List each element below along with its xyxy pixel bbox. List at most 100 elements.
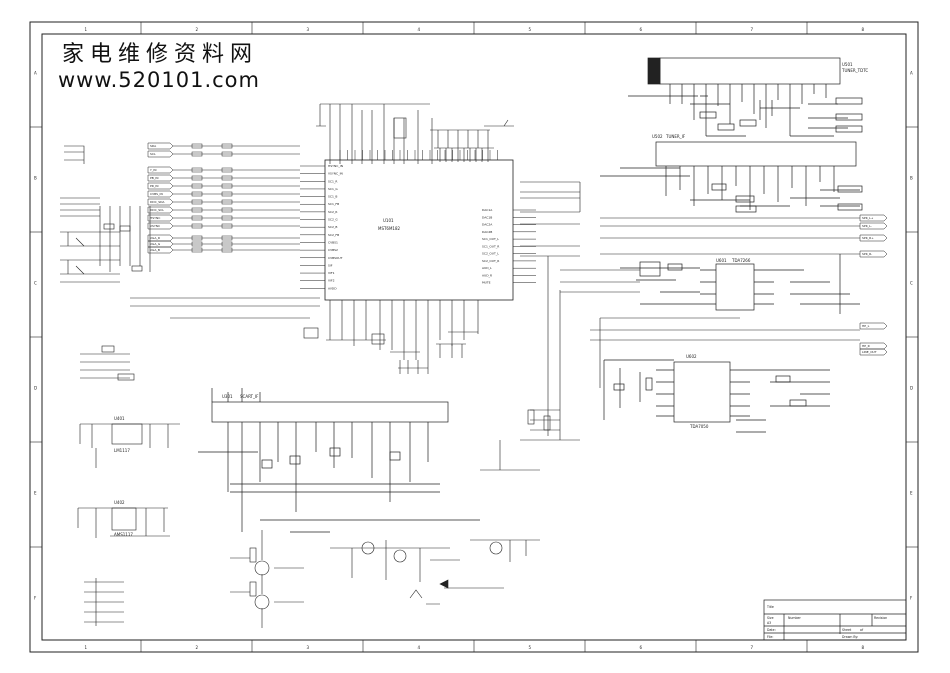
svg-text:Title: Title: [766, 605, 774, 609]
svg-text:U502: U502: [652, 134, 663, 139]
tuner-top-label: U501 TUNER_TDTC: [841, 62, 868, 73]
svg-text:TDA7050: TDA7050: [689, 424, 709, 429]
net-flag: [147, 190, 174, 198]
bottom-center-ic-label: U301 SCART_IF: [222, 394, 259, 399]
net-flag-label: SPK_L-: [862, 224, 872, 228]
main-pin-right: AUD_R: [482, 273, 492, 277]
main-top-circuit: [316, 103, 514, 164]
outer-frame: [29, 21, 919, 653]
net-flag: [859, 250, 888, 258]
main-pin-left: SC1_R: [328, 179, 338, 183]
net-flag-label: HSYNC: [150, 216, 160, 220]
main-pin-left: SC1_B: [328, 195, 337, 199]
zone-col-label: 6: [640, 645, 643, 650]
zone-row-label: A: [34, 71, 37, 76]
net-flag-label: HP_L: [862, 324, 870, 328]
svg-text:AMS1117: AMS1117: [114, 532, 133, 537]
right-amp-1-label: U601 TDA7266: [716, 258, 751, 263]
svg-text:A3: A3: [767, 621, 771, 625]
svg-text:TUNER_TDTC: TUNER_TDTC: [841, 68, 868, 73]
title-block: [763, 599, 907, 641]
main-bottom-circuit: [303, 300, 479, 374]
svg-text:Revision: Revision: [874, 616, 887, 620]
net-flag-label: SPK_R+: [862, 236, 874, 240]
svg-text:Number: Number: [788, 616, 801, 620]
zone-col-label: 3: [307, 645, 310, 650]
main-pin-right: DAC1B: [482, 215, 492, 219]
net-flag-label: HP_R: [862, 344, 870, 348]
svg-text:U501: U501: [842, 62, 853, 67]
svg-text:U401: U401: [114, 416, 125, 421]
net-flag: [147, 174, 174, 182]
net-flag: [147, 166, 174, 174]
watermark-title: 家电维修资料网: [62, 42, 259, 67]
zone-col-label: 6: [640, 27, 643, 32]
reg-labels: U401 LM1117 U402 AMS1117: [114, 416, 133, 537]
tuner-mid-label: U502 TUNER_IF: [652, 134, 686, 139]
svg-text:U602: U602: [686, 354, 697, 359]
main-pin-left: SC2_R: [328, 210, 338, 214]
zone-col-label: 8: [862, 645, 865, 650]
main-ic-left-pin-labels: HSYNC_INVSYNC_INSC1_RSC1_GSC1_BSC1_FBSC2…: [328, 164, 343, 290]
zone-col-label: 7: [751, 27, 754, 32]
zone-row-label: B: [910, 176, 913, 181]
zone-row-label: C: [34, 281, 37, 286]
main-pin-left: HSYNC_IN: [328, 164, 343, 168]
svg-text:File:: File:: [767, 635, 773, 639]
main-pin-left: VIF1: [328, 271, 335, 275]
net-flag-label: SCL: [150, 152, 156, 156]
net-flag: [859, 342, 888, 350]
main-ic-label: U101 MST6M182: [378, 218, 401, 231]
main-pin-left: VIF2: [328, 279, 335, 283]
zone-col-label: 5: [529, 645, 532, 650]
left-net-flags: SDASCLY_INPB_INPR_INCVBS_INDDC_SDADDC_SC…: [147, 142, 174, 254]
svg-text:of: of: [860, 628, 864, 632]
inner-frame: [41, 33, 907, 641]
main-pin-left: VSYNC_IN: [328, 172, 343, 176]
main-pin-left: SC2_FB: [328, 233, 339, 237]
main-pin-right: DAC2B: [482, 230, 492, 234]
svg-text:Size: Size: [767, 616, 774, 620]
net-flag: [859, 234, 888, 242]
zone-row-label: E: [910, 491, 913, 496]
title-block-text: Title Size A3 Number Revision Date: File…: [766, 605, 887, 639]
net-flag: [147, 240, 174, 248]
bottom-transistors: [230, 530, 540, 628]
svg-text:U101: U101: [383, 218, 394, 223]
zone-row-label: E: [34, 491, 37, 496]
net-flag-label: Y_IN: [150, 168, 156, 172]
right-amp-1: [620, 254, 860, 314]
svg-text:TDA7266: TDA7266: [731, 258, 751, 263]
svg-text:Date:: Date:: [767, 628, 776, 632]
zone-col-label: 4: [418, 645, 421, 650]
zone-row-label: B: [34, 176, 37, 181]
zone-col-label: 3: [307, 27, 310, 32]
zone-col-label: 7: [751, 645, 754, 650]
svg-text:Drawn By:: Drawn By:: [842, 635, 858, 639]
zone-row-label: A: [910, 71, 913, 76]
bottom-center-ic: [198, 388, 480, 533]
zone-row-label: D: [910, 386, 913, 391]
svg-text:Sheet: Sheet: [842, 628, 852, 632]
net-flag-label: LINE_OUT: [862, 350, 877, 354]
zone-row-label: F: [34, 596, 37, 601]
svg-text:SCART_IF: SCART_IF: [240, 394, 259, 399]
main-pin-left: SIF: [328, 263, 333, 267]
zone-col-label: 8: [862, 27, 865, 32]
main-pin-right: SC2_OUT_L: [482, 252, 499, 256]
right-routing: [480, 181, 860, 471]
net-flag-label: SPK_L+: [862, 216, 874, 220]
zone-row-label: D: [34, 386, 37, 391]
main-ic-pins: [300, 150, 536, 289]
zone-col-label: 4: [418, 27, 421, 32]
main-pin-left: CVBS2: [328, 248, 338, 252]
net-flag: [147, 150, 174, 158]
net-flag-label: VGA_B: [150, 248, 160, 252]
net-flag: [147, 142, 174, 150]
watermark-url: www.520101.com: [58, 68, 260, 92]
main-pin-right: SC2_OUT_R: [482, 259, 499, 263]
main-pin-right: SC1_OUT_L: [482, 237, 499, 241]
left-input-section: [60, 145, 151, 283]
zone-row-label: F: [910, 596, 913, 601]
